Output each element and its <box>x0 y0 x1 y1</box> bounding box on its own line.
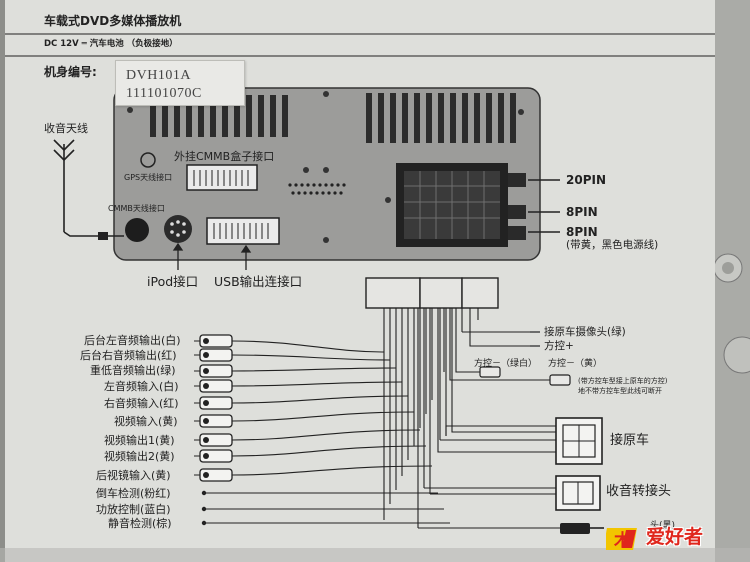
last-plug-label: 头(黑) <box>650 521 676 531</box>
pin8-power-label: 8PIN <box>566 225 598 239</box>
radio-adapter-connector <box>555 475 601 511</box>
serial-model: DVH101A <box>126 68 191 83</box>
pin8-label: 8PIN <box>566 205 598 219</box>
antenna-icon <box>53 139 100 237</box>
power-spec: DC 12V ═ 汽车电池 （负极接地） <box>44 39 178 49</box>
body-no-label: 机身编号: <box>44 65 97 79</box>
vent-left <box>150 95 288 137</box>
conn-video-out-1: 视频输出1(黄) <box>104 434 175 447</box>
camera-label: 接原车摄像头(绿) <box>544 326 626 338</box>
usb-port-label: USB输出连接口 <box>214 274 303 289</box>
conn-left-audio-in: 左音频输入(白) <box>104 380 179 393</box>
conn-video-in: 视频输入(黄) <box>114 415 178 428</box>
watermark-logo: 木 爱好者 <box>603 522 732 554</box>
wire-bundle <box>383 308 479 528</box>
cmmb-box-label: 外挂CMMB盒子接口 <box>174 150 275 163</box>
steering-note-1: (带方控车型接上原车的方控) <box>578 377 668 385</box>
radio-adapter-label: 收音转接头 <box>606 484 672 499</box>
conn-rear-left-audio: 后台左音频输出(白) <box>84 334 181 347</box>
serial-number: 111101070C <box>126 86 202 101</box>
conn-reverse-detect: 倒车检测(粉红) <box>96 487 171 500</box>
steering-note-2: 地不带方控车型此线可断开 <box>578 387 662 395</box>
logo-icon: 木 <box>603 528 637 551</box>
ipod-port-label: iPod接口 <box>147 274 199 289</box>
power-note: (带黄，黑色电源线) <box>566 239 659 251</box>
pin20-label: 20PIN <box>566 173 607 187</box>
radio-antenna-label: 收音天线 <box>44 122 88 135</box>
conn-amp-control: 功放控制(蓝白) <box>96 503 171 516</box>
cmmb-antenna-label: CMMB天线接口 <box>108 204 165 213</box>
conn-mute-detect: 静音检测(棕) <box>108 517 172 530</box>
watermark-text: 爱好者 <box>646 526 704 548</box>
steering-minus-label-1: 方控－（绿白） <box>474 359 538 369</box>
original-car-label: 接原车 <box>610 433 650 448</box>
steering-plus-label: 方控+ <box>544 340 574 352</box>
serial-sticker: DVH101A 111101070C <box>115 60 245 106</box>
page-title: 车载式DVD多媒体播放机 <box>44 14 182 28</box>
conn-rear-right-audio: 后台右音频输出(红) <box>80 349 177 362</box>
conn-subwoofer: 重低音频输出(绿) <box>90 364 176 377</box>
vent-right <box>366 93 516 143</box>
harness-plug <box>365 277 499 309</box>
conn-mirror-in: 后视镜输入(黄) <box>96 469 171 482</box>
rca-plugs <box>194 334 450 526</box>
conn-video-out-2: 视频输出2(黄) <box>104 450 175 463</box>
steering-minus-label-2: 方控－（黄） <box>548 359 603 369</box>
original-car-connector <box>555 417 603 465</box>
conn-right-audio-in: 右音频输入(红) <box>104 397 179 410</box>
gps-port-label: GPS天线接口 <box>124 173 173 182</box>
